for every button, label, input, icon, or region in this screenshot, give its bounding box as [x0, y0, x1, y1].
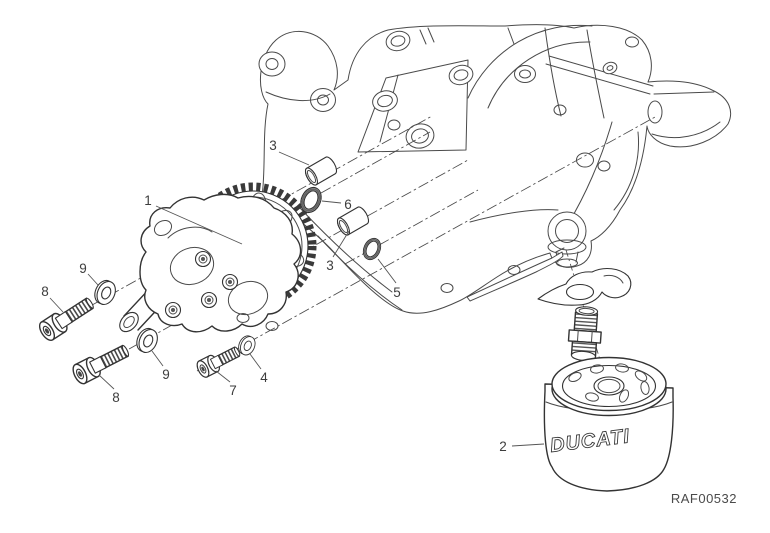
lug-detail-line — [265, 91, 331, 102]
filter-inlet-holes — [568, 363, 650, 403]
centerline-upper-bolt-axis — [57, 115, 433, 325]
pump-body — [139, 193, 302, 333]
pump-mount-bores — [372, 30, 639, 293]
callout-9-upper: 9 — [79, 261, 87, 276]
lug-eyelet-upper-bore — [265, 58, 279, 70]
threaded-nipple — [567, 306, 602, 362]
o-ring-5 — [362, 237, 382, 261]
bushing-lower — [336, 206, 370, 236]
bolt-7 — [196, 346, 241, 378]
tab-washer — [537, 267, 632, 306]
crankcase-arc-lower — [613, 131, 640, 211]
callout-6: 6 — [344, 197, 352, 212]
centerline-bolt7-axis — [196, 116, 656, 372]
centerline-lower-bolt-axis — [94, 159, 469, 369]
callout-8-upper: 8 — [41, 284, 49, 299]
callout-8-lower: 8 — [112, 390, 120, 405]
filter-mount-boss — [547, 211, 587, 268]
drawing-code: RAF00532 — [671, 491, 737, 506]
washer-9-lower — [136, 327, 158, 354]
engine-mount-foot — [647, 91, 721, 139]
callout-leader-lines — [49, 151, 545, 447]
bolt-8-upper — [38, 297, 94, 342]
callout-7: 7 — [229, 383, 237, 398]
bushing-upper — [304, 156, 338, 186]
washer-4 — [238, 335, 256, 356]
o-ring-6 — [300, 186, 322, 214]
crankcase-arc-inner — [487, 41, 591, 109]
callout-1: 1 — [144, 193, 152, 208]
oil-pump-assembly — [119, 193, 302, 333]
pump-socket-screws — [164, 250, 239, 319]
lug-eyelet-lower-bore — [317, 94, 329, 106]
crankcase-arc-outer — [467, 24, 593, 99]
callout-labels: 1 3 6 3 5 9 8 8 9 7 4 2 — [41, 138, 507, 454]
filter-center-thread-inner — [597, 378, 621, 394]
pump-body-details — [153, 219, 279, 331]
callout-4: 4 — [260, 370, 268, 385]
oil-filter: DUCATI — [543, 356, 674, 492]
washer-9-upper — [94, 279, 116, 306]
callout-3-upper: 3 — [269, 138, 277, 153]
callout-3-lower: 3 — [326, 258, 334, 273]
callout-9-lower: 9 — [162, 367, 170, 382]
bolt-8-lower — [72, 344, 130, 385]
lug-eyelet-upper — [258, 51, 286, 77]
selector-lever — [466, 247, 565, 302]
callout-2: 2 — [499, 439, 507, 454]
callout-5: 5 — [393, 285, 401, 300]
